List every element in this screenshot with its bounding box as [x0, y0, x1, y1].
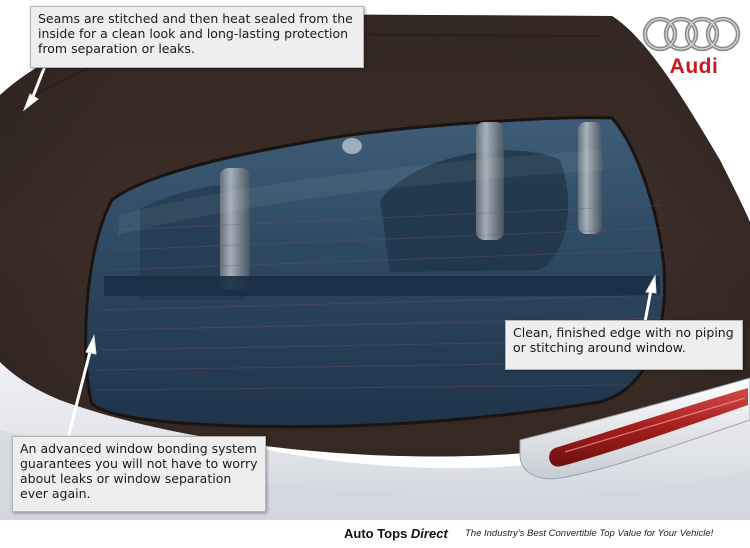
footer-brand-accent: Direct — [410, 526, 448, 541]
brand-wordmark: Audi — [669, 55, 719, 78]
callout-edge: Clean, finished edge with no piping or s… — [505, 320, 743, 370]
footer-bar: Auto Tops Direct The Industry's Best Con… — [0, 520, 750, 548]
footer-tagline: The Industry's Best Convertible Top Valu… — [465, 528, 714, 539]
four-rings-logo-icon — [642, 16, 741, 52]
callout-edge-text: Clean, finished edge with no piping or s… — [513, 325, 734, 355]
callout-bonding: An advanced window bonding system guaran… — [12, 436, 266, 512]
footer-brand-main: Auto Tops — [344, 526, 411, 541]
callout-seams-text: Seams are stitched and then heat sealed … — [38, 11, 353, 56]
footer-brand: Auto Tops Direct — [344, 526, 448, 541]
callout-bonding-text: An advanced window bonding system guaran… — [20, 441, 258, 501]
callout-seams: Seams are stitched and then heat sealed … — [30, 6, 364, 68]
